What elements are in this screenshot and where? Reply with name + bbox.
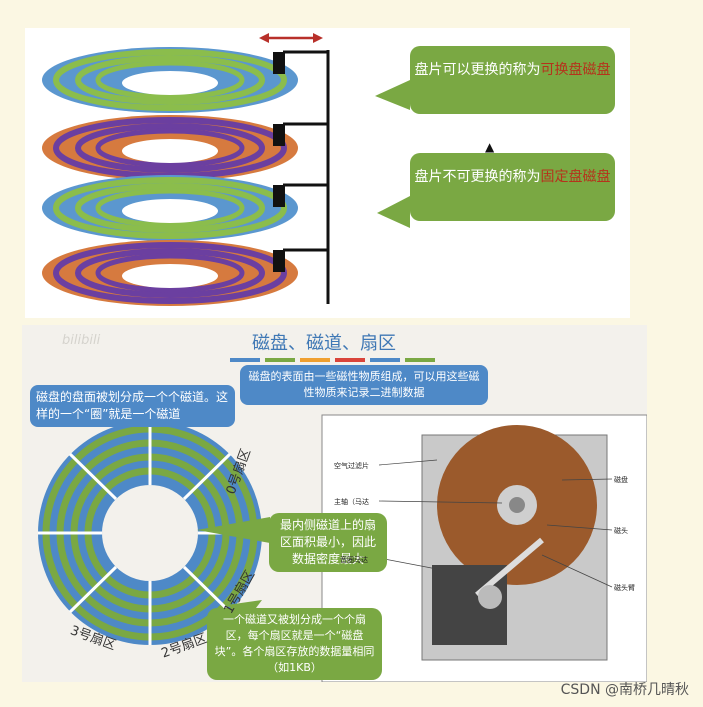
photo-label-spindle: 主轴（马达	[334, 498, 369, 506]
bilibili-logo: bilibili	[62, 333, 101, 348]
fixed-disk-callout: 盘片不可更换的称为固定盘磁盘	[410, 153, 615, 221]
photo-label-platter: 磁盘	[614, 476, 628, 484]
callout1-highlight: 可换盘磁盘	[540, 62, 611, 78]
actuator-arm	[283, 50, 330, 304]
platter-stack-diagram	[42, 33, 410, 306]
inner-track-callout: 最内侧磁道上的扇区面积最小，因此数据密度最大	[269, 513, 387, 572]
callout1-prefix: 盘片可以更换的称为	[414, 62, 541, 78]
callout2-highlight: 固定盘磁盘	[540, 169, 611, 185]
photo-label-air-filter: 空气过滤片	[334, 462, 369, 470]
callout2-prefix: 盘片不可更换的称为	[414, 169, 541, 185]
read-write-heads	[273, 52, 285, 272]
platter-3	[42, 175, 298, 241]
platter-4	[42, 240, 298, 306]
section-title: 磁盘、磁道、扇区	[252, 333, 396, 354]
cursor-icon: ▲	[485, 140, 495, 154]
csdn-watermark: CSDN @南桥几晴秋	[560, 682, 689, 698]
surface-description-callout: 磁盘的表面由一些磁性物质组成，可以用这些磁性物质来记录二进制数据	[240, 365, 488, 405]
platter-2	[42, 115, 298, 181]
photo-label-arm: 磁头臂	[614, 584, 635, 592]
removable-disk-callout: 盘片可以更换的称为可换盘磁盘	[410, 46, 615, 114]
platter-1	[42, 47, 298, 113]
hard-drive-photo	[421, 425, 608, 661]
platters-illustration-panel: 盘片可以更换的称为可换盘磁盘 盘片不可更换的称为固定盘磁盘 ▲	[25, 28, 630, 318]
photo-label-head: 磁头	[614, 527, 628, 535]
sector-note-callout: 一个磁道又被划分成一个个扇区，每个扇区就是一个“磁盘块”。各个扇区存放的数据量相…	[207, 608, 382, 680]
double-arrow-icon	[259, 33, 323, 43]
title-underline	[230, 358, 435, 362]
tracks-sectors-diagram	[38, 358, 647, 682]
tracks-sectors-panel: bilibili 磁盘、磁道、扇区	[22, 325, 647, 682]
photo-label-voice-coil: 音圈马达	[340, 556, 368, 564]
track-disk	[38, 421, 262, 645]
track-note-callout: 磁盘的盘面被划分成一个个磁道。这样的一个“圈”就是一个磁道	[30, 385, 235, 427]
